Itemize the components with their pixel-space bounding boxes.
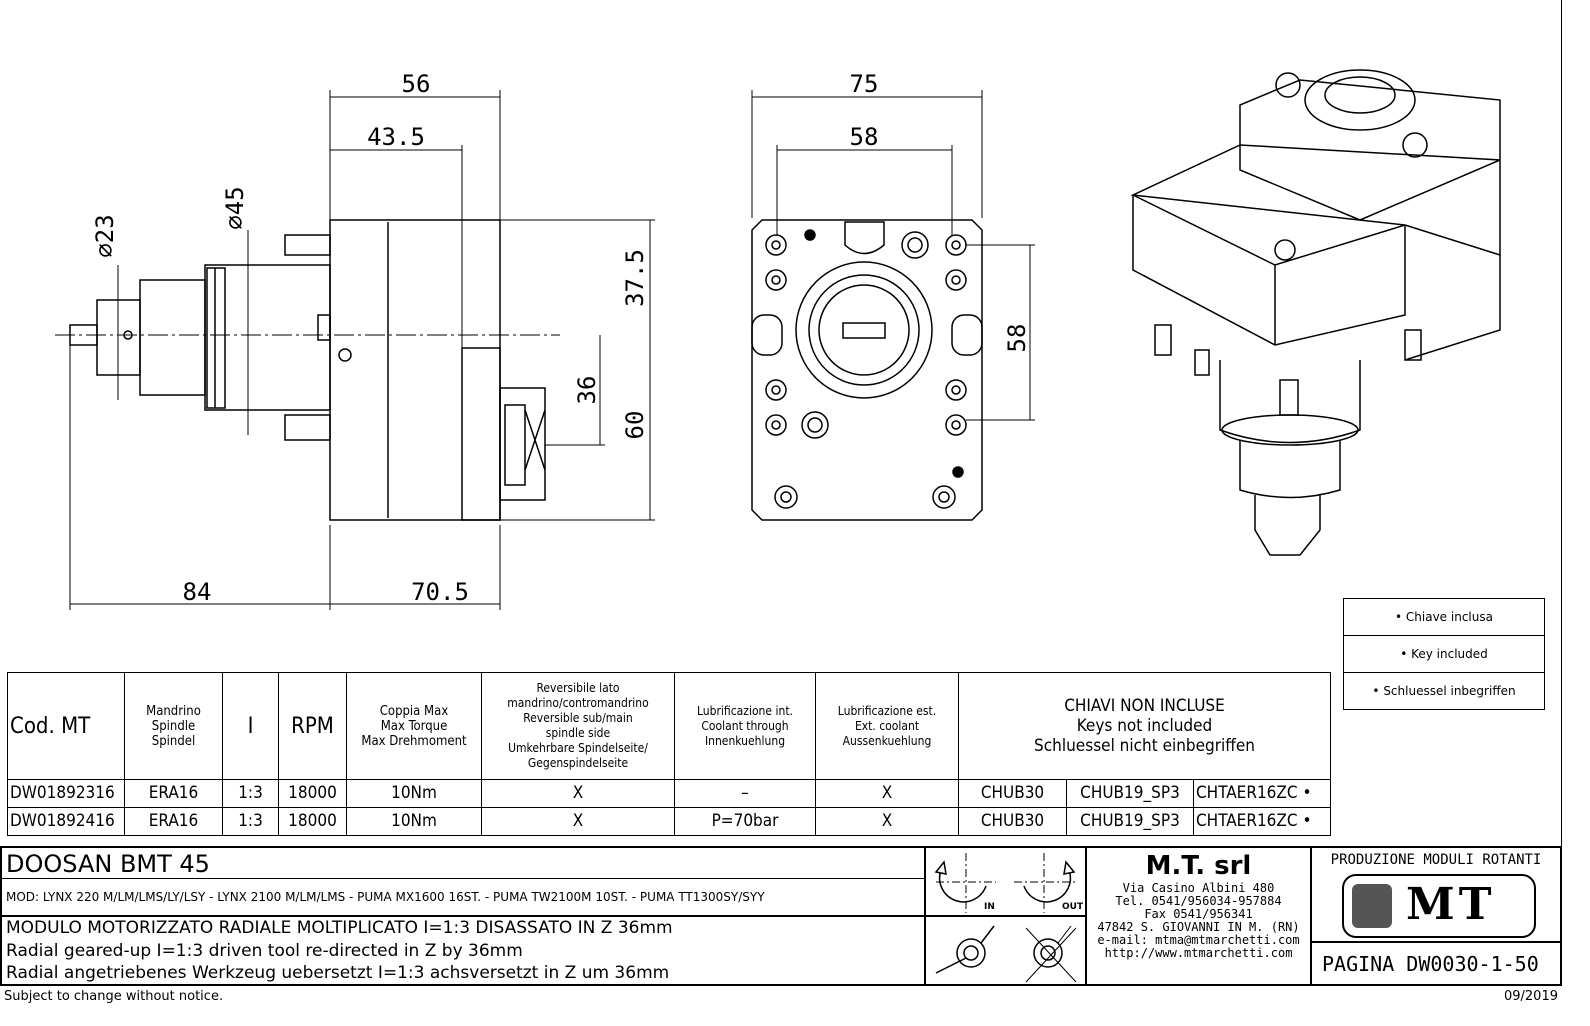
cell-key2: CHUB19_SP3 xyxy=(1066,779,1194,808)
dim-37-5: 37.5 xyxy=(621,249,649,307)
cell-coolant-int: – xyxy=(674,779,816,808)
key-legend-box: • Chiave inclusa • Key included • Schlue… xyxy=(1343,598,1545,710)
key-usage-wrong-icon xyxy=(1025,925,1077,983)
dim-dia23: ⌀23 xyxy=(91,214,119,257)
dim-60: 60 xyxy=(621,411,649,440)
machine-name: DOOSAN BMT 45 xyxy=(6,850,210,878)
cell-coolant-int: P=70bar xyxy=(674,807,816,836)
key-legend-de: • Schluessel inbegriffen xyxy=(1372,684,1516,698)
description-en: Radial geared-up I=1:3 driven tool re-di… xyxy=(6,941,523,961)
technical-drawing: 56 43.5 84 70.5 37.5 60 36 ⌀45 ⌀23 xyxy=(55,69,1501,610)
cell-ratio: 1:3 xyxy=(222,807,279,836)
dim-36: 36 xyxy=(573,376,601,405)
cell-torque: 10Nm xyxy=(346,807,482,836)
address-fax: Fax 0541/956341 xyxy=(1144,907,1253,921)
logo-text: MT xyxy=(1406,879,1496,930)
rotation-out-icon xyxy=(1014,853,1076,913)
cell-key1: CHUB30 xyxy=(958,779,1067,808)
cell-rpm: 18000 xyxy=(278,779,347,808)
mt-logo: MT xyxy=(1342,874,1536,938)
cell-cod: DW01892316 xyxy=(7,779,125,808)
dim-84: 84 xyxy=(183,578,212,606)
cell-key2: CHUB19_SP3 xyxy=(1066,807,1194,836)
company-name: M.T. srl xyxy=(1145,851,1252,881)
title-block-description: DOOSAN BMT 45 MOD: LYNX 220 M/LM/LMS/LY/… xyxy=(0,846,926,986)
address-city: 47842 S. GIOVANNI IN M. (RN) xyxy=(1097,920,1300,934)
company-website[interactable]: http://www.mtmarchetti.com xyxy=(1104,946,1293,960)
machine-models: MOD: LYNX 220 M/LM/LMS/LY/LSY - LYNX 210… xyxy=(6,890,765,904)
cell-coolant-ext: X xyxy=(815,807,959,836)
cell-spindle: ERA16 xyxy=(124,807,223,836)
cell-cod: DW01892416 xyxy=(7,807,125,836)
page-number: PAGINA DW0030-1-50 xyxy=(1322,952,1539,976)
cell-torque: 10Nm xyxy=(346,779,482,808)
key-legend-it: • Chiave inclusa xyxy=(1344,599,1544,636)
header-ratio: I xyxy=(222,672,279,780)
dim-70-5: 70.5 xyxy=(411,578,469,606)
logo-module-icon xyxy=(1352,884,1392,928)
address-street: Via Casino Albini 480 xyxy=(1122,881,1275,895)
production-label: PRODUZIONE MODULI ROTANTI xyxy=(1330,852,1542,868)
company-email[interactable]: e-mail: mtma@mtmarchetti.com xyxy=(1097,933,1300,947)
cell-spindle: ERA16 xyxy=(124,779,223,808)
cell-key1: CHUB30 xyxy=(958,807,1067,836)
key-usage-correct-icon xyxy=(935,925,995,974)
cell-coolant-ext: X xyxy=(815,779,959,808)
table-row: DW01892316 ERA16 1:3 18000 10Nm X – X CH… xyxy=(7,779,1331,808)
dim-75: 75 xyxy=(850,70,879,98)
rotation-in-icon xyxy=(934,853,996,913)
description-de: Radial angetriebenes Werkzeug uebersetzt… xyxy=(6,963,670,983)
dim-56: 56 xyxy=(402,70,431,98)
dim-58-horizontal: 58 xyxy=(850,123,879,151)
revision-date: 09/2019 xyxy=(1503,989,1558,1004)
production-block: PRODUZIONE MODULI ROTANTI MT PAGINA DW00… xyxy=(1310,846,1562,986)
cell-ratio: 1:3 xyxy=(222,779,279,808)
address-tel: Tel. 0541/956034-957884 xyxy=(1115,894,1282,908)
rotation-in-label: IN xyxy=(984,902,995,912)
rotation-out-label: OUT xyxy=(1062,902,1084,912)
front-view xyxy=(751,90,1035,521)
cell-rpm: 18000 xyxy=(278,807,347,836)
dim-43-5: 43.5 xyxy=(367,123,425,151)
isometric-view xyxy=(1130,69,1501,556)
key-legend-en: • Key included xyxy=(1344,636,1544,673)
company-block: M.T. srl Via Casino Albini 480 Tel. 0541… xyxy=(1085,846,1312,986)
cell-key3: CHTAER16ZC • xyxy=(1193,807,1331,836)
dim-58-vertical: 58 xyxy=(1003,324,1031,353)
dim-dia45: ⌀45 xyxy=(221,186,249,229)
side-view xyxy=(55,90,655,610)
cell-reversible: X xyxy=(481,779,675,808)
change-notice: Subject to change without notice. xyxy=(4,989,224,1004)
description-it: MODULO MOTORIZZATO RADIALE MOLTIPLICATO … xyxy=(6,918,673,938)
rotation-icons-block: IN OUT xyxy=(924,846,1087,986)
header-cod: Cod. MT xyxy=(7,672,125,780)
cell-reversible: X xyxy=(481,807,675,836)
cell-key3: CHTAER16ZC • xyxy=(1193,779,1331,808)
table-row: DW01892416 ERA16 1:3 18000 10Nm X P=70ba… xyxy=(7,807,1331,836)
header-rpm: RPM xyxy=(278,672,347,780)
